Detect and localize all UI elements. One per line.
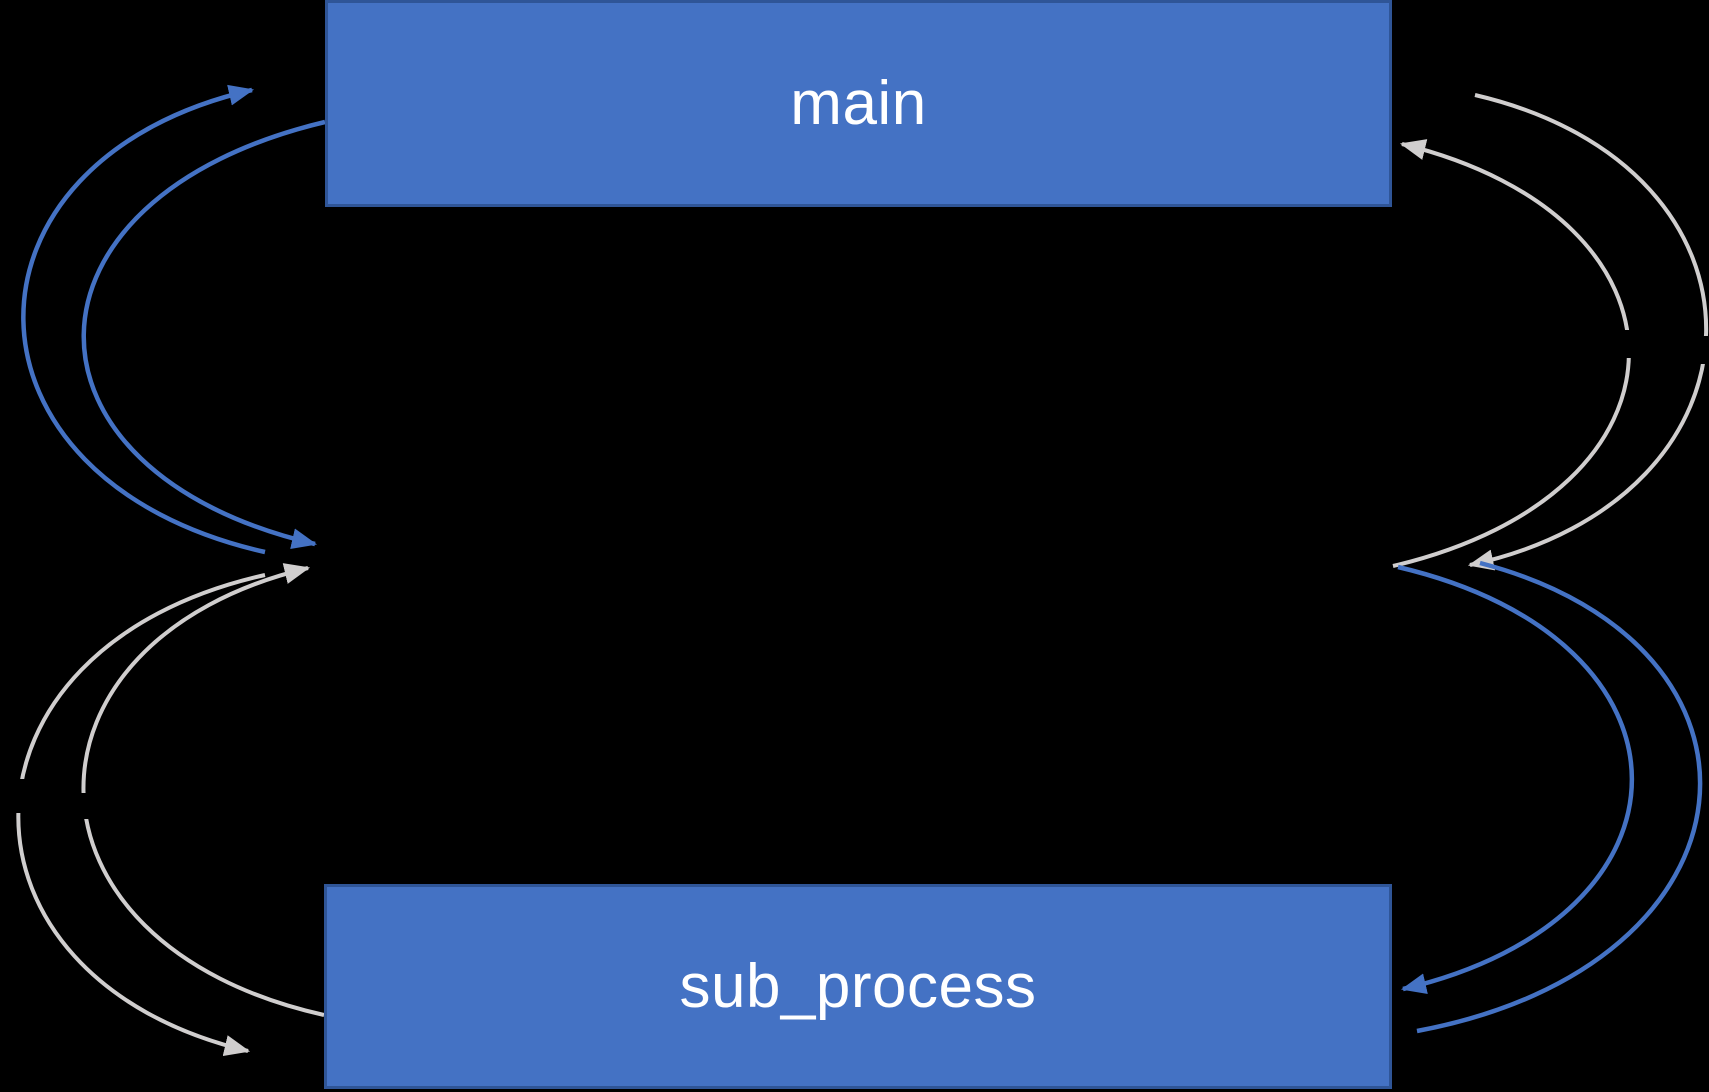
node-sub-process: sub_process: [324, 884, 1392, 1089]
edge-right-blue-inner-mid-to-sub: [1397, 564, 1634, 994]
edge-right-blue-outer-mid-to-sub-tail: [1416, 560, 1703, 1034]
edge-left-blue-inner-main-to-mid: [81, 119, 326, 549]
hidden-label-gap: [72, 793, 96, 819]
hidden-label-gap: [1612, 330, 1638, 358]
node-sub-process-label: sub_process: [679, 952, 1037, 1021]
hidden-label-gap: [1684, 336, 1708, 364]
edge-left-gray-outer-mid-to-sub: [16, 573, 266, 1056]
node-main: main: [325, 0, 1392, 207]
hidden-label-gap: [4, 779, 26, 813]
edge-left-blue-outer-call-main: [21, 84, 266, 555]
edge-right-gray-inner-mid-to-main: [1392, 139, 1631, 568]
edge-right-gray-outer-to-mid: [1467, 93, 1709, 571]
edge-left-gray-inner-sub-to-mid: [81, 563, 325, 1017]
node-main-label: main: [790, 69, 927, 138]
